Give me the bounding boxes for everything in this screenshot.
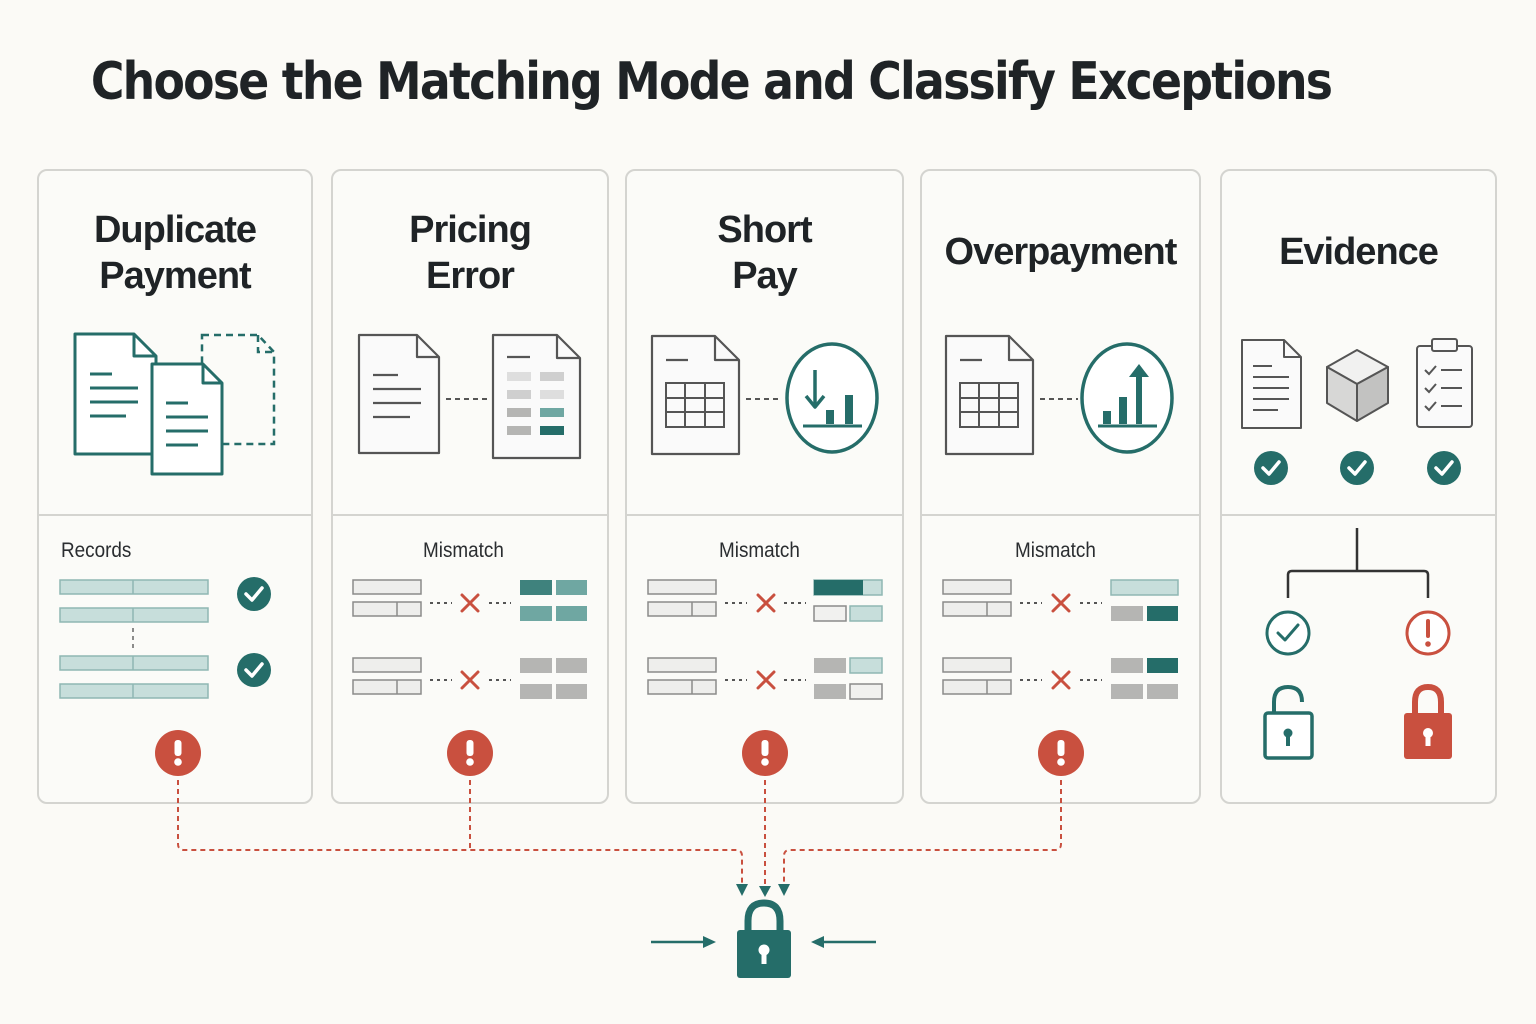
alert-outline-icon [1405,610,1451,656]
card-title-line: Duplicate [93,209,257,251]
card-sublabel: Mismatch [423,539,504,562]
card-divider [39,514,311,516]
card-title-line: Overpayment [944,231,1178,273]
check-icon [1338,449,1376,487]
right-rows [813,579,883,700]
card-title: Duplicate Payment [39,207,311,299]
card-title-line: Payment [99,255,251,297]
left-rows [647,657,717,695]
spreadsheet-icon [650,334,741,456]
card-divider [1222,514,1495,516]
document-icon [73,332,158,456]
x-icon [1051,670,1071,690]
alert-icon [1038,730,1084,776]
arrowheads [736,884,790,897]
connector-line [1020,602,1102,681]
arrow-right-icon [651,936,716,948]
card-evidence: Evidence [1220,169,1497,804]
card-title: Evidence [1222,229,1495,275]
unlocked-icon [1263,684,1314,760]
document-icon [150,362,224,476]
document-icon [357,333,441,455]
card-divider [333,514,607,516]
alert-icon [447,730,493,776]
connector-line [725,602,806,681]
card-title-line: Evidence [1279,231,1439,273]
card-divider [922,514,1199,516]
card-title: Short Pay [627,207,902,299]
document-icon [1241,339,1302,429]
card-divider [627,514,902,516]
x-icon [460,593,480,613]
card-title-line: Pay [732,255,798,297]
card-title-line: Pricing [409,209,532,251]
price-sheet-icon [491,333,582,460]
card-sublabel: Mismatch [719,539,800,562]
spreadsheet-icon [944,334,1035,456]
right-rows [1110,579,1179,699]
check-icon [1252,449,1290,487]
left-rows [942,657,1012,695]
check-icon [1425,449,1463,487]
locked-icon [1404,683,1452,759]
checklist-icon [1416,338,1473,428]
left-rows [352,657,422,695]
card-sublabel: Records [61,539,132,562]
x-icon [756,593,776,613]
exception-flow-lines [177,780,1062,888]
left-rows [942,579,1012,617]
connector-line [430,602,511,681]
alert-icon [742,730,788,776]
card-sublabel: Mismatch [1015,539,1096,562]
check-outline-icon [1265,610,1311,656]
x-icon [460,670,480,690]
trend-up-icon [1080,342,1174,454]
right-rows [520,580,587,699]
left-rows [352,579,422,617]
card-title-line: Short [717,209,812,251]
branch-connector [1286,528,1430,598]
card-title: Pricing Error [333,207,607,299]
record-rows [59,579,209,699]
check-icon [235,575,273,613]
left-rows [647,579,717,617]
trend-down-icon [785,342,879,454]
arrow-left-icon [811,936,876,948]
box-icon [1326,349,1389,422]
alert-icon [155,730,201,776]
page-title: Choose the Matching Mode and Classify Ex… [90,52,1333,112]
check-icon [235,651,273,689]
card-title-line: Error [426,255,515,297]
x-icon [1051,593,1071,613]
x-icon [756,670,776,690]
lock-icon [737,899,791,978]
card-title: Overpayment [922,229,1199,275]
